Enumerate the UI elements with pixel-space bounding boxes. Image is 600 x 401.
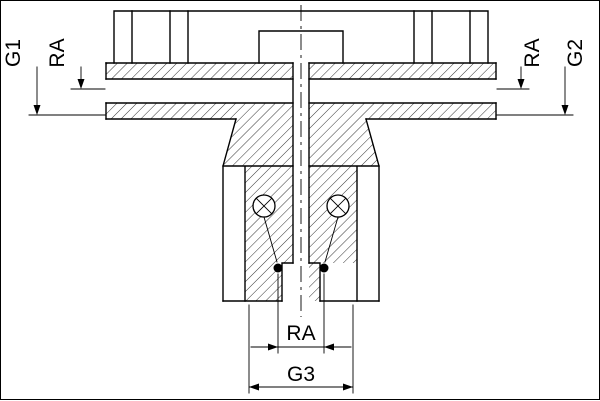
seal-dot-left xyxy=(273,263,283,273)
label-g3: G3 xyxy=(287,363,315,386)
right-hex-nut xyxy=(413,10,471,64)
horizontal-bores xyxy=(106,79,496,103)
dimension-ra-bottom: RA xyxy=(250,273,352,354)
dimension-ra-right: RA xyxy=(496,38,544,90)
left-hex-nut xyxy=(131,10,189,64)
o-ring-seal-left xyxy=(252,194,276,218)
seal-dot-right xyxy=(319,263,329,273)
label-g1: G1 xyxy=(2,39,25,67)
label-ra-left: RA xyxy=(46,38,69,67)
vertical-bore xyxy=(292,62,310,264)
label-g2: G2 xyxy=(564,39,587,67)
label-ra-right: RA xyxy=(521,38,544,67)
hex-branch xyxy=(222,165,380,302)
dimension-g1: G1 xyxy=(2,39,106,116)
dimension-g3: G3 xyxy=(248,304,354,394)
dimension-ra-left: RA xyxy=(46,38,106,90)
dimension-g2: G2 xyxy=(496,39,587,116)
o-ring-seal-right xyxy=(326,194,350,218)
top-boss xyxy=(258,30,344,64)
label-ra-bottom: RA xyxy=(286,322,315,345)
tee-fitting-outline xyxy=(105,10,497,302)
gland-lines xyxy=(263,216,339,263)
counterbore xyxy=(281,262,321,302)
